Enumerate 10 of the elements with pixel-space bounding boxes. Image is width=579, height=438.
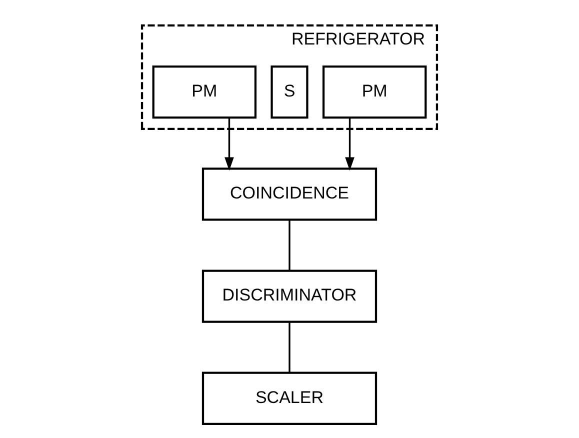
node-box: PM [322, 66, 427, 119]
arrow [345, 118, 354, 171]
connector [288, 322, 290, 372]
node-box: COINCIDENCE [202, 168, 378, 221]
node-box: SCALER [202, 372, 378, 425]
node-box: PM [152, 66, 257, 119]
node-box: S [270, 66, 308, 119]
arrow [224, 118, 234, 171]
node-box: DISCRIMINATOR [202, 270, 378, 323]
connector [288, 220, 290, 270]
